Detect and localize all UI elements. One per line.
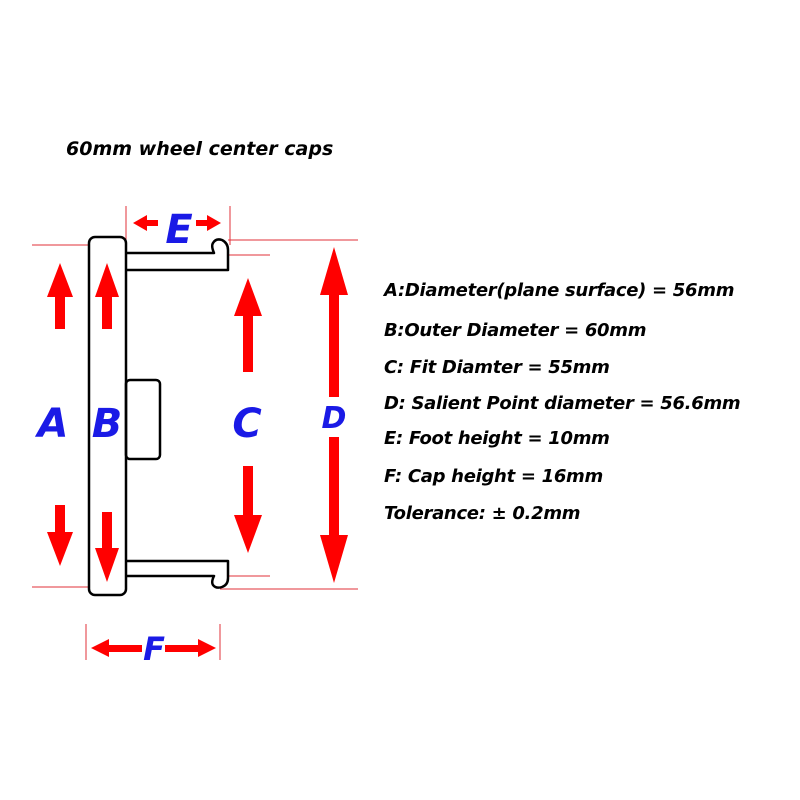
arrow-e-right (196, 215, 221, 231)
arrow-a-down (47, 505, 73, 566)
spec-c: C: Fit Diamter = 55mm (384, 357, 610, 378)
dimension-arrows (47, 215, 348, 657)
spec-d: D: Salient Point diameter = 56.6mm (384, 393, 741, 414)
lower-clip-foot (126, 559, 230, 589)
arrow-d-up (320, 247, 348, 397)
arrow-c-up (234, 278, 262, 372)
arrow-c-down (234, 466, 262, 553)
spec-b: B:Outer Diameter = 60mm (384, 320, 647, 341)
label-c: C (232, 401, 261, 447)
arrow-b-down (95, 512, 119, 582)
spec-e: E: Foot height = 10mm (384, 428, 610, 449)
spec-a: A:Diameter(plane surface) = 56mm (384, 280, 735, 301)
arrow-f-left (91, 639, 142, 657)
page-title: 60mm wheel center caps (66, 138, 334, 160)
label-b: B (92, 401, 123, 447)
arrow-d-down (320, 437, 348, 583)
spec-f: F: Cap height = 16mm (384, 466, 603, 487)
guide-lines (32, 206, 358, 660)
label-d: D (322, 401, 347, 436)
cap-cross-section (87, 235, 230, 597)
label-f: F (143, 630, 165, 668)
label-a: A (35, 401, 69, 447)
arrow-b-up (95, 263, 119, 329)
arrow-e-left (133, 215, 158, 231)
arrow-a-up (47, 263, 73, 329)
arrow-f-right (165, 639, 216, 657)
label-e: E (165, 207, 192, 253)
center-boss (124, 378, 162, 461)
upper-clip-foot (126, 238, 230, 272)
spec-tolerance: Tolerance: ± 0.2mm (384, 503, 581, 524)
